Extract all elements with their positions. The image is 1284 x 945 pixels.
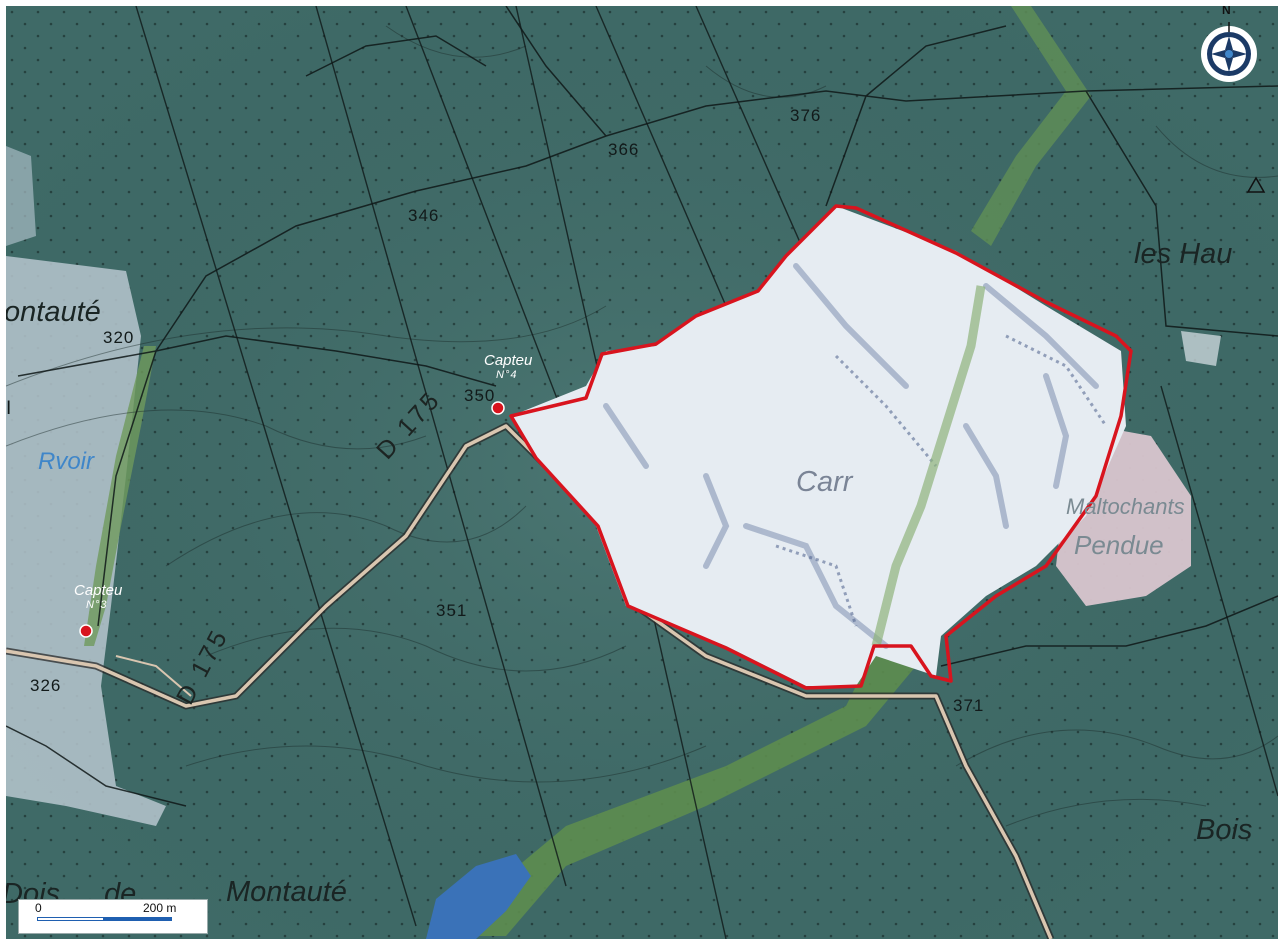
captage-marker-3	[79, 624, 93, 638]
place-label: Bois	[1196, 814, 1253, 846]
elevation-label: 346	[408, 206, 440, 225]
elevation-label: 326	[30, 676, 62, 695]
scale-distance: 200 m	[143, 901, 177, 915]
captage-label-3[interactable]: Capteu N°3	[74, 582, 123, 612]
north-label: N	[1222, 6, 1231, 17]
place-label: ontauté	[6, 296, 101, 328]
scale-graduation	[37, 917, 172, 921]
captage-number: N°4	[496, 369, 518, 381]
captage-name: Capteu	[484, 352, 533, 369]
reservoir-label: Rvoir	[38, 448, 95, 475]
elevation-label: 371	[953, 696, 985, 715]
elevation-label: 351	[436, 601, 468, 620]
edge-label-fragment: I	[6, 398, 13, 419]
clearing-label: Maltochants	[1066, 494, 1185, 519]
captage-name: Capteu	[74, 582, 123, 599]
scale-zero: 0	[35, 901, 42, 915]
scale-bar: 0 200 m	[18, 899, 208, 934]
captage-label-4[interactable]: Capteu N°4	[484, 352, 533, 382]
pond	[426, 854, 531, 939]
place-label: Carr	[796, 466, 853, 498]
map-drawing	[6, 6, 1278, 939]
north-arrow: N	[1198, 6, 1260, 90]
green-strip-west	[84, 346, 156, 646]
green-strip-south	[476, 646, 916, 936]
quarry-boundary	[509, 204, 1133, 690]
elevation-label: 320	[103, 328, 135, 347]
green-strip-north	[971, 6, 1091, 246]
elevation-label: 376	[790, 106, 822, 125]
place-label: Montauté	[226, 876, 347, 908]
elevation-label: 350	[464, 386, 496, 405]
compass-rose-icon	[1201, 22, 1257, 82]
meadow-left	[6, 256, 166, 826]
topographic-map[interactable]: 366 376 346 320 350 351 326 371 D 175 D …	[6, 6, 1278, 939]
summit-triangle-icon	[1246, 176, 1266, 193]
elevation-label: 366	[608, 140, 640, 159]
place-label: les Hau	[1134, 238, 1233, 270]
clearing-label: Pendue	[1074, 530, 1164, 560]
captage-marker-4	[491, 401, 505, 415]
captage-number: N°3	[86, 599, 108, 611]
